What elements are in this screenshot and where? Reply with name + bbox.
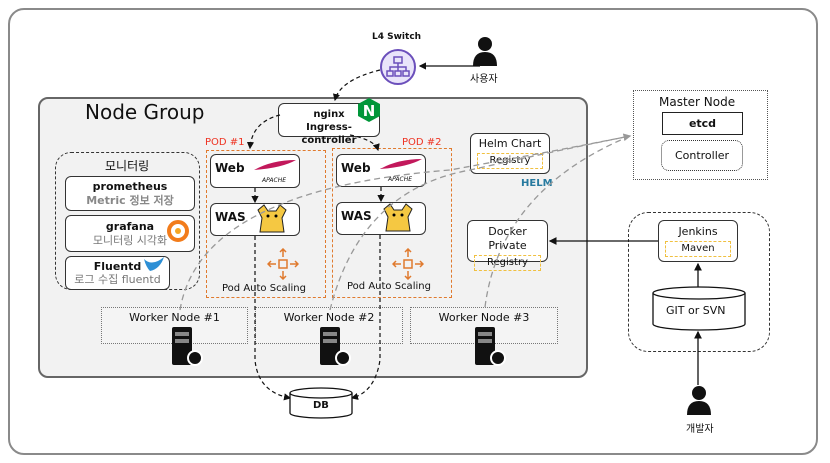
- fluentd-desc: 로그 수집 fluentd: [74, 273, 161, 286]
- server-icon: [473, 325, 507, 371]
- worker-node-label: Worker Node #3: [438, 311, 530, 324]
- server-icon: [318, 325, 352, 371]
- jenkins-label: Jenkins: [678, 225, 718, 238]
- helm-chart-registry[interactable]: Helm Chart Registry: [470, 133, 550, 174]
- was-label: WAS: [341, 209, 372, 223]
- controller-box[interactable]: Controller: [661, 140, 743, 171]
- monitoring-title: 모니터링: [105, 159, 150, 173]
- maven-label: Maven: [665, 241, 731, 257]
- nginx-logo-icon: N: [357, 97, 381, 127]
- web-label: Web: [215, 161, 245, 175]
- docker-label: Docker Private: [488, 225, 527, 252]
- svg-text:N: N: [363, 102, 376, 120]
- grafana-logo-icon: [166, 218, 190, 248]
- tomcat-icon: [254, 204, 290, 238]
- auto-scaling-icon: [391, 247, 425, 284]
- pod2-label: POD #2: [402, 137, 442, 148]
- l4-switch-label: L4 Switch: [372, 32, 422, 42]
- registry-label: Registry: [474, 255, 541, 271]
- db-label: DB: [313, 400, 329, 411]
- registry-label: Registry: [477, 153, 543, 169]
- worker-node-label: Worker Node #1: [129, 311, 220, 324]
- helm-chart-label: Helm Chart: [478, 137, 542, 150]
- fluentd-box[interactable]: Fluentd 로그 수집 fluentd: [65, 256, 170, 290]
- developer-label: 개발자: [686, 424, 714, 435]
- apache-text: APACHE: [262, 177, 287, 184]
- etcd-box[interactable]: etcd: [662, 112, 743, 135]
- pod-auto-scaling-label: Pod Auto Scaling: [347, 281, 431, 292]
- grafana-desc: 모니터링 시각화: [92, 234, 168, 247]
- network-switch-icon: [380, 49, 416, 85]
- worker-node-label: Worker Node #2: [283, 311, 375, 324]
- fluentd-label: Fluentd: [93, 260, 142, 273]
- master-node-title: Master Node: [659, 95, 736, 109]
- nginx-label: nginx: [313, 109, 345, 120]
- docker-private-registry[interactable]: Docker Private Registry: [467, 220, 548, 271]
- apache-feather-icon: [252, 157, 298, 176]
- developer-icon: [686, 385, 712, 419]
- prometheus-box[interactable]: prometheus Metric 정보 저장: [65, 176, 195, 211]
- user-icon: [472, 36, 498, 70]
- user-label: 사용자: [470, 74, 498, 85]
- pod1-label: POD #1: [205, 137, 245, 148]
- grafana-label: grafana: [105, 220, 155, 233]
- master-node: [633, 90, 768, 180]
- apache-text: APACHE: [388, 176, 413, 183]
- web-label: Web: [341, 161, 371, 175]
- auto-scaling-icon: [266, 247, 300, 284]
- fluentd-bird-icon: [142, 255, 166, 277]
- was-label: WAS: [215, 210, 246, 224]
- prometheus-desc: Metric 정보 저장: [86, 194, 174, 207]
- node-group-title: Node Group: [85, 100, 205, 124]
- jenkins-maven-box[interactable]: Jenkins Maven: [658, 220, 738, 262]
- outer-frame: [8, 8, 818, 455]
- pod-auto-scaling-label: Pod Auto Scaling: [222, 283, 306, 294]
- helm-logo-icon: HELM: [521, 178, 553, 189]
- apache-feather-icon: [378, 156, 424, 175]
- git-svn-label: GIT or SVN: [666, 304, 726, 317]
- prometheus-label: prometheus: [92, 180, 168, 193]
- server-icon: [170, 325, 204, 371]
- tomcat-icon: [380, 203, 416, 237]
